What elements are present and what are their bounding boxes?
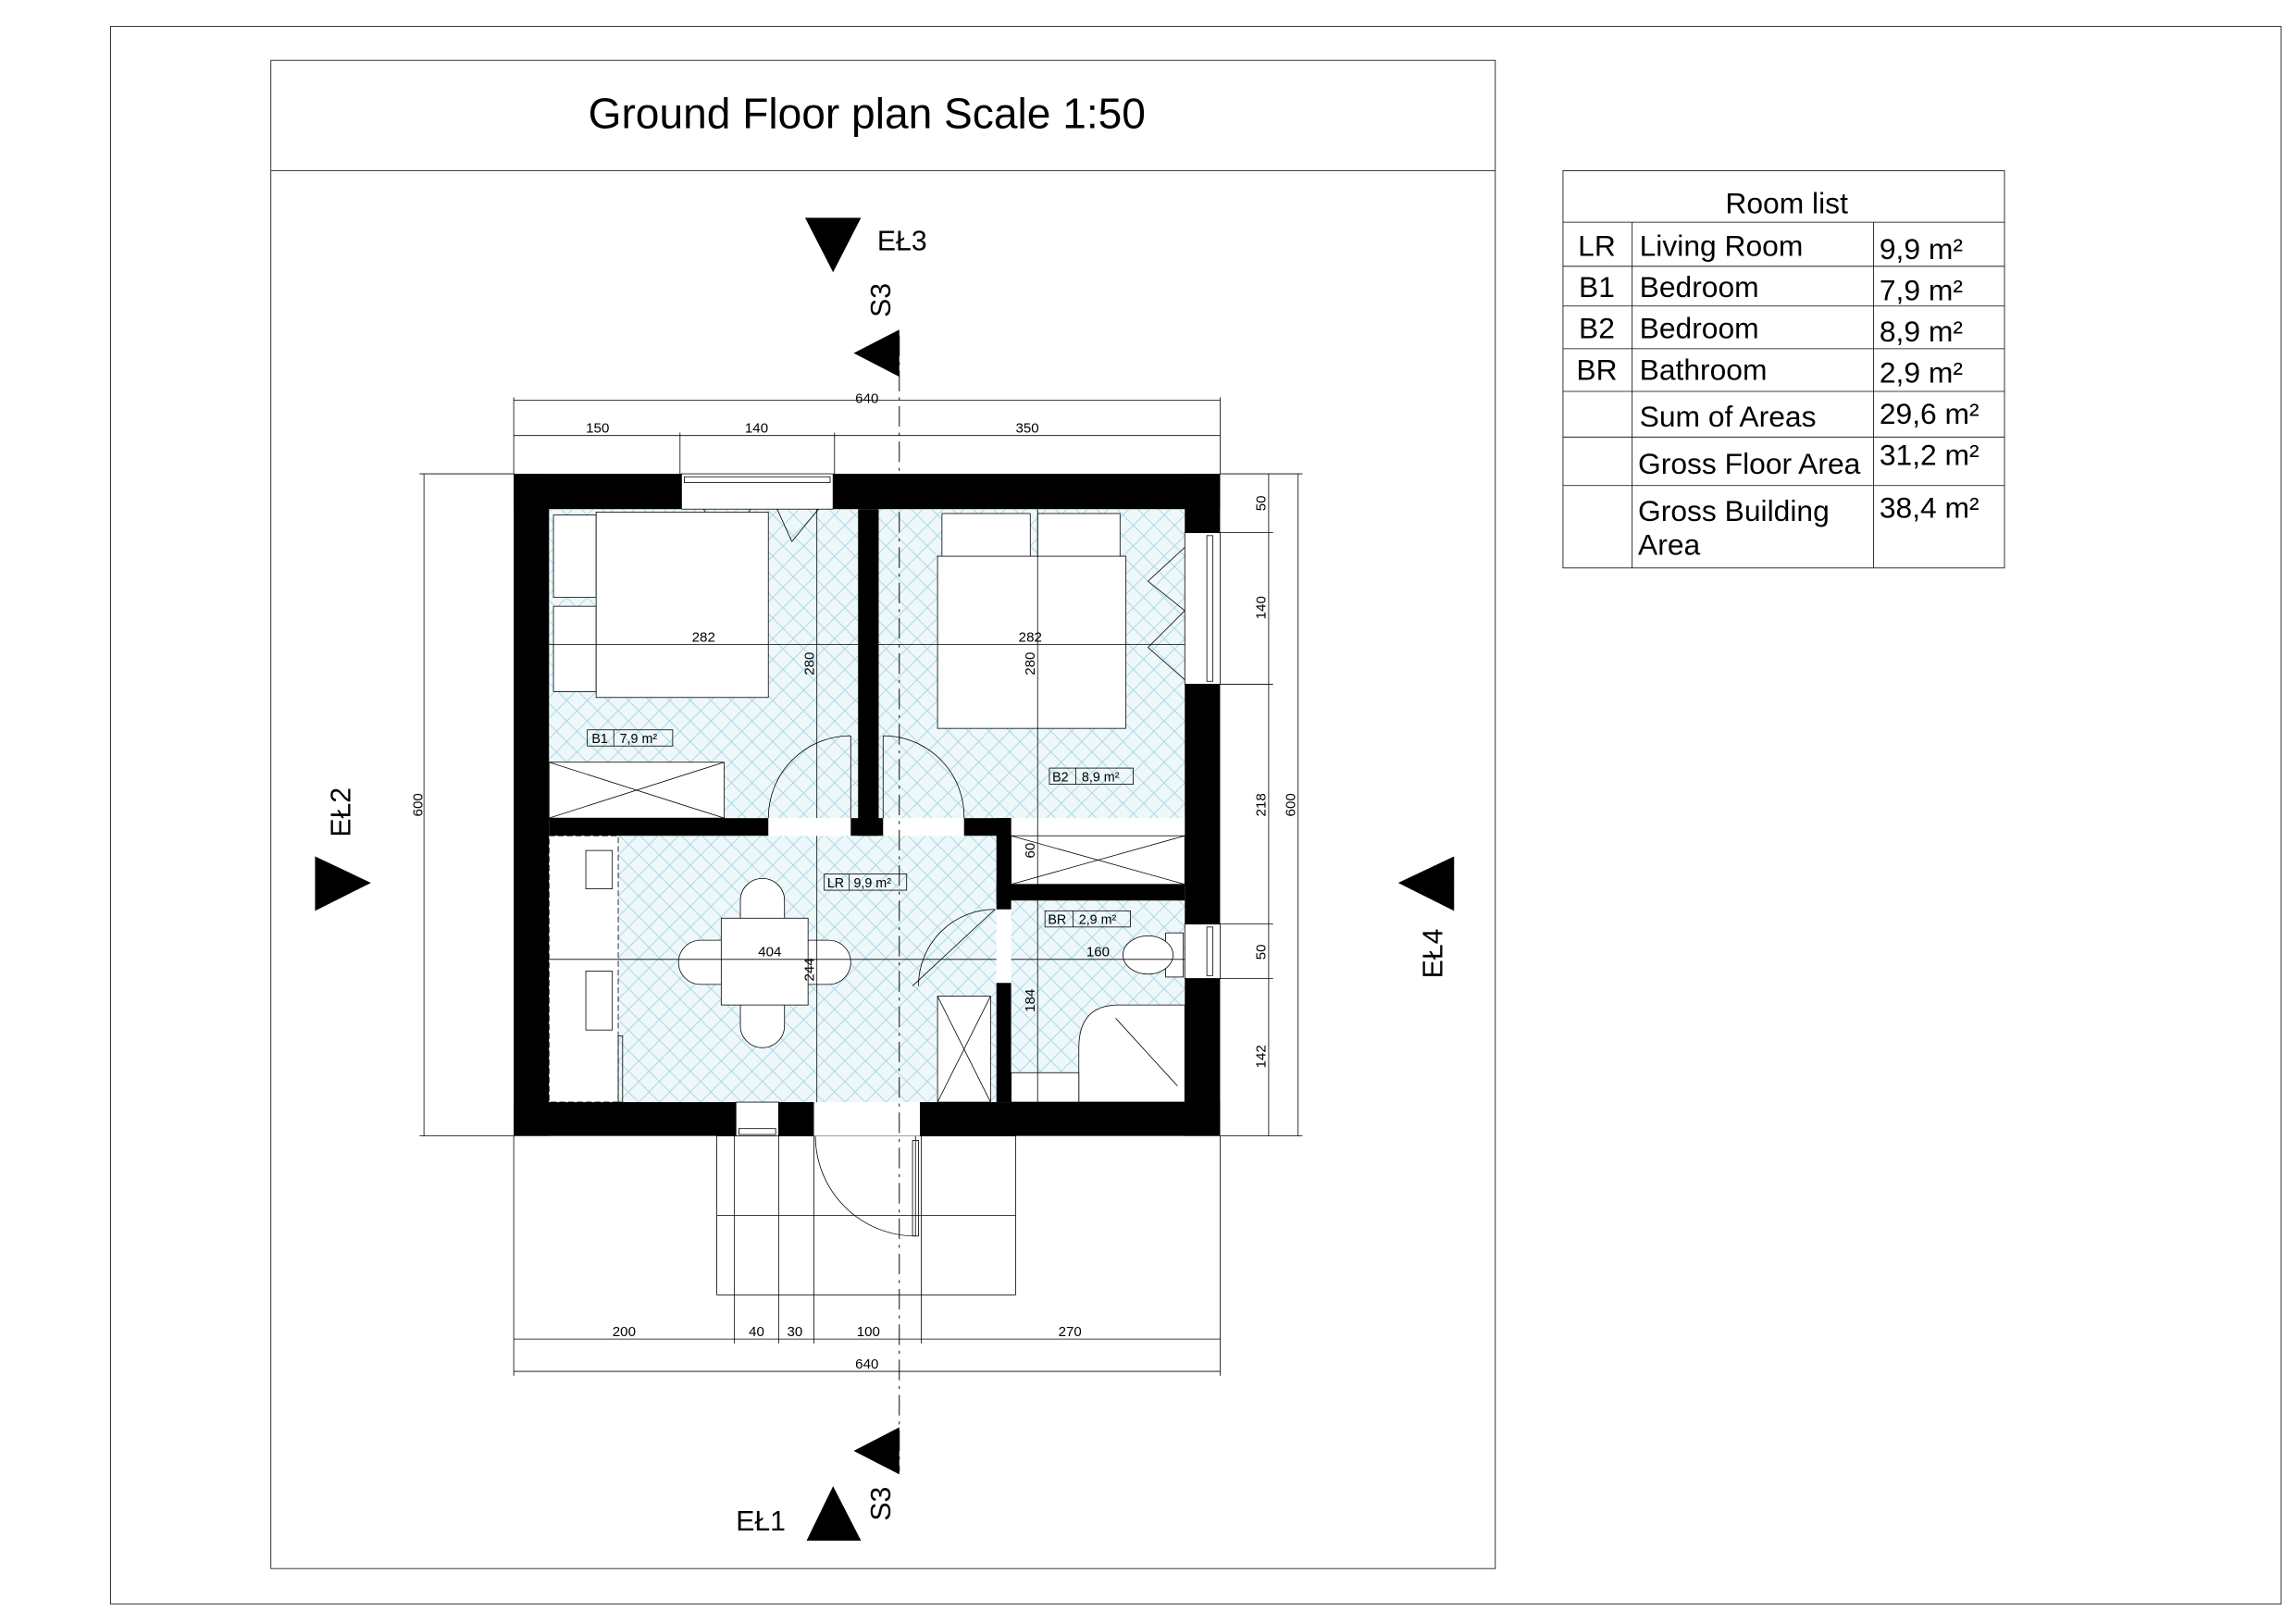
elevation-marker-top-icon: [804, 217, 862, 273]
room-area: 38,4 m²: [1880, 491, 1980, 525]
room-name: Gross Building: [1638, 494, 1830, 527]
dim-top-total: 640: [855, 391, 878, 407]
dim-bottom: 30: [787, 1324, 802, 1340]
room-name: Area: [1638, 528, 1700, 562]
dim-bottom: 100: [857, 1324, 880, 1340]
room-name: Living Room: [1640, 229, 1804, 263]
dim-lr-height: 244: [802, 958, 818, 981]
room-tag-code: B2: [1052, 770, 1069, 785]
dim-right: 142: [1254, 1045, 1270, 1068]
dim-left-total: 600: [411, 793, 427, 816]
page-title: Ground Floor plan Scale 1:50: [589, 89, 1146, 137]
room-list-heading: Room list: [1725, 187, 1848, 220]
room-name: Bedroom: [1640, 312, 1759, 345]
room-tag-code: LR: [827, 876, 844, 891]
dim-bottom: 270: [1059, 1324, 1082, 1340]
section-arrow-top-icon: [853, 329, 900, 378]
room-name: Bedroom: [1640, 270, 1759, 304]
dim-bottom: 200: [613, 1324, 636, 1340]
table-row: B2 Bedroom 8,9 m²: [1579, 312, 1963, 348]
elevation-label-top: EŁ3: [877, 226, 927, 256]
dim-b1-width: 282: [692, 629, 715, 645]
table-row: BR Bathroom 2,9 m²: [1576, 353, 1963, 389]
room-tag-code: BR: [1048, 913, 1066, 928]
table-row: B1 Bedroom 7,9 m²: [1579, 270, 1963, 306]
dim-right: 50: [1254, 944, 1270, 960]
room-tag-area: 2,9 m²: [1079, 913, 1117, 928]
room-name: Sum of Areas: [1640, 400, 1817, 433]
dim-top: 140: [745, 421, 768, 437]
room-tag-b2: B2 8,9 m²: [1049, 767, 1134, 785]
dim-bottom: 40: [749, 1324, 764, 1340]
elevation-label-bottom: EŁ1: [736, 1506, 786, 1537]
elevation-label-right: EŁ4: [1419, 929, 1449, 979]
section-arrow-bottom-icon: [853, 1427, 900, 1475]
room-code: B1: [1579, 270, 1615, 304]
room-name: Gross Floor Area: [1638, 447, 1861, 480]
dim-b2-width: 282: [1019, 629, 1042, 645]
room-area: 9,9 m²: [1880, 232, 1963, 266]
porch: [716, 1135, 1016, 1295]
dim-br-height: 184: [1023, 989, 1038, 1012]
windows: [681, 473, 1221, 1137]
section-label-top: S3: [866, 283, 897, 317]
dim-b1-height: 280: [802, 652, 818, 675]
room-tag-area: 9,9 m²: [853, 876, 891, 891]
dim-right: 218: [1254, 793, 1270, 816]
room-tag-code: B1: [591, 732, 608, 747]
room-code: LR: [1578, 229, 1616, 263]
furniture: [548, 511, 1185, 1103]
room-list-table: Room list LR Living Room 9,9 m² B1 Bedro…: [1562, 170, 2005, 569]
dimension-labels: 640 150 140 350 200 40 30 100 270 640 50…: [411, 391, 1299, 1372]
dim-b2-height: 280: [1023, 652, 1038, 675]
room-tag-area: 8,9 m²: [1082, 770, 1120, 785]
room-area: 2,9 m²: [1880, 355, 1963, 389]
room-area: 7,9 m²: [1880, 273, 1963, 306]
table-row: LR Living Room 9,9 m²: [1578, 229, 1963, 266]
dim-lr-width: 404: [758, 945, 781, 960]
room-area: 29,6 m²: [1880, 397, 1980, 430]
elevation-marker-left-icon: [315, 856, 371, 911]
dim-closet: 60: [1023, 843, 1038, 859]
room-area: 31,2 m²: [1880, 439, 1980, 472]
dim-top: 150: [586, 421, 609, 437]
dim-right-total: 600: [1284, 793, 1299, 816]
table-row: Gross Floor Area 31,2 m²: [1638, 439, 1980, 481]
room-area: 8,9 m²: [1880, 315, 1963, 348]
doors: [767, 735, 996, 1237]
table-row: Sum of Areas 29,6 m²: [1640, 397, 1980, 433]
room-code: BR: [1576, 353, 1617, 386]
elevation-marker-right-icon: [1397, 856, 1455, 911]
room-name: Bathroom: [1640, 353, 1768, 386]
elevation-label-left: EŁ2: [327, 787, 357, 837]
room-tag-area: 7,9 m²: [620, 732, 658, 747]
walls: [514, 474, 1221, 1136]
dim-top: 350: [1016, 421, 1039, 437]
elevation-marker-bottom-icon: [806, 1486, 862, 1541]
table-row: Gross Building Area 38,4 m²: [1638, 491, 1980, 562]
room-code: B2: [1579, 312, 1615, 345]
section-label-bottom: S3: [866, 1487, 897, 1521]
dimension-lines: [419, 397, 1303, 1376]
dim-bottom-total: 640: [855, 1357, 878, 1372]
room-tag-br: BR 2,9 m²: [1044, 910, 1131, 928]
sheet-border: [110, 26, 2282, 1604]
dim-right: 140: [1254, 596, 1270, 619]
dim-right: 50: [1254, 495, 1270, 511]
room-tag-lr: LR 9,9 m²: [824, 873, 908, 891]
drawing-frame: [270, 59, 1496, 1569]
dim-br-width: 160: [1086, 945, 1110, 960]
room-tag-b1: B1 7,9 m²: [587, 729, 674, 747]
